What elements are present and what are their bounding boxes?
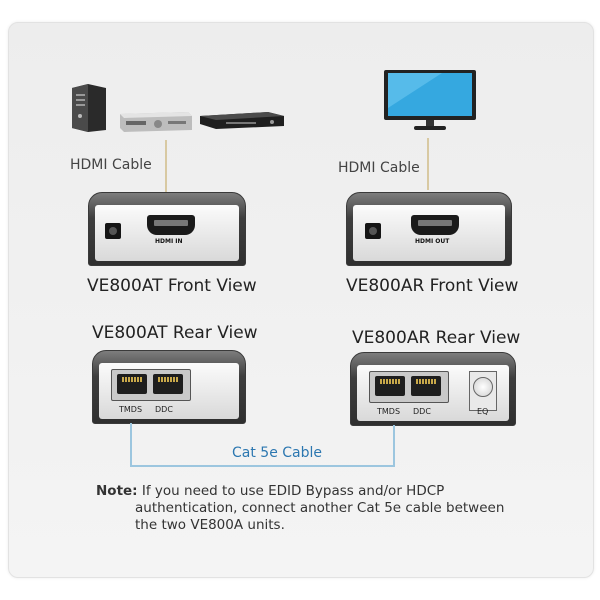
note-line-3: the two VE800A units. (135, 517, 285, 533)
note-line-2: authentication, connect another Cat 5e c… (135, 500, 505, 516)
left-hdmi-cable-label: HDMI Cable (70, 157, 152, 173)
ddc-rj45-port-icon (153, 374, 183, 394)
cat5e-cable-right-drop (393, 425, 395, 467)
hdmi-port-icon (147, 215, 195, 235)
ve800ar-rear-title: VE800AR Rear View (352, 328, 521, 348)
pc-tower-icon (72, 84, 106, 132)
eq-knob-icon (473, 377, 493, 397)
tmds-rj45-port-icon (117, 374, 147, 394)
cat5e-cable-horizontal (130, 465, 395, 467)
tmds-label: TMDS (377, 407, 401, 416)
ddc-label: DDC (413, 407, 431, 416)
power-jack-icon (365, 223, 381, 239)
ddc-rj45-port-icon (411, 376, 441, 396)
tv-monitor-icon (384, 70, 476, 130)
note-line-1: If you need to use EDID Bypass and/or HD… (141, 483, 445, 499)
rj45-port-group (369, 371, 449, 403)
note-text: Note: If you need to use EDID Bypass and… (96, 483, 516, 534)
cat5e-cable-label: Cat 5e Cable (232, 445, 323, 461)
ve800ar-rear-panel: TMDS DDC EQ (350, 352, 516, 426)
ddc-label: DDC (155, 405, 173, 414)
ve800at-rear-title: VE800AT Rear View (92, 323, 258, 343)
power-jack-icon (105, 223, 121, 239)
hdmi-in-label: HDMI IN (155, 238, 183, 245)
ve800ar-front-title: VE800AR Front View (346, 276, 519, 296)
dvd-player-icon (200, 112, 284, 129)
tmds-rj45-port-icon (375, 376, 405, 396)
eq-label: EQ (477, 407, 489, 416)
hdmi-port-icon (411, 215, 459, 235)
hdmi-out-label: HDMI OUT (415, 238, 450, 245)
ve800at-front-panel: HDMI IN (88, 192, 246, 266)
left-hdmi-cable-line (165, 140, 167, 192)
ve800at-rear-panel: TMDS DDC (92, 350, 246, 424)
av-receiver-icon (120, 112, 192, 132)
rj45-port-group (111, 369, 191, 401)
cat5e-cable-left-drop (130, 423, 132, 467)
ve800at-front-title: VE800AT Front View (87, 276, 257, 296)
note-prefix: Note: (96, 483, 138, 499)
tmds-label: TMDS (119, 405, 143, 414)
ve800ar-front-panel: HDMI OUT (346, 192, 512, 266)
right-hdmi-cable-line (427, 138, 429, 190)
right-hdmi-cable-label: HDMI Cable (338, 160, 420, 176)
